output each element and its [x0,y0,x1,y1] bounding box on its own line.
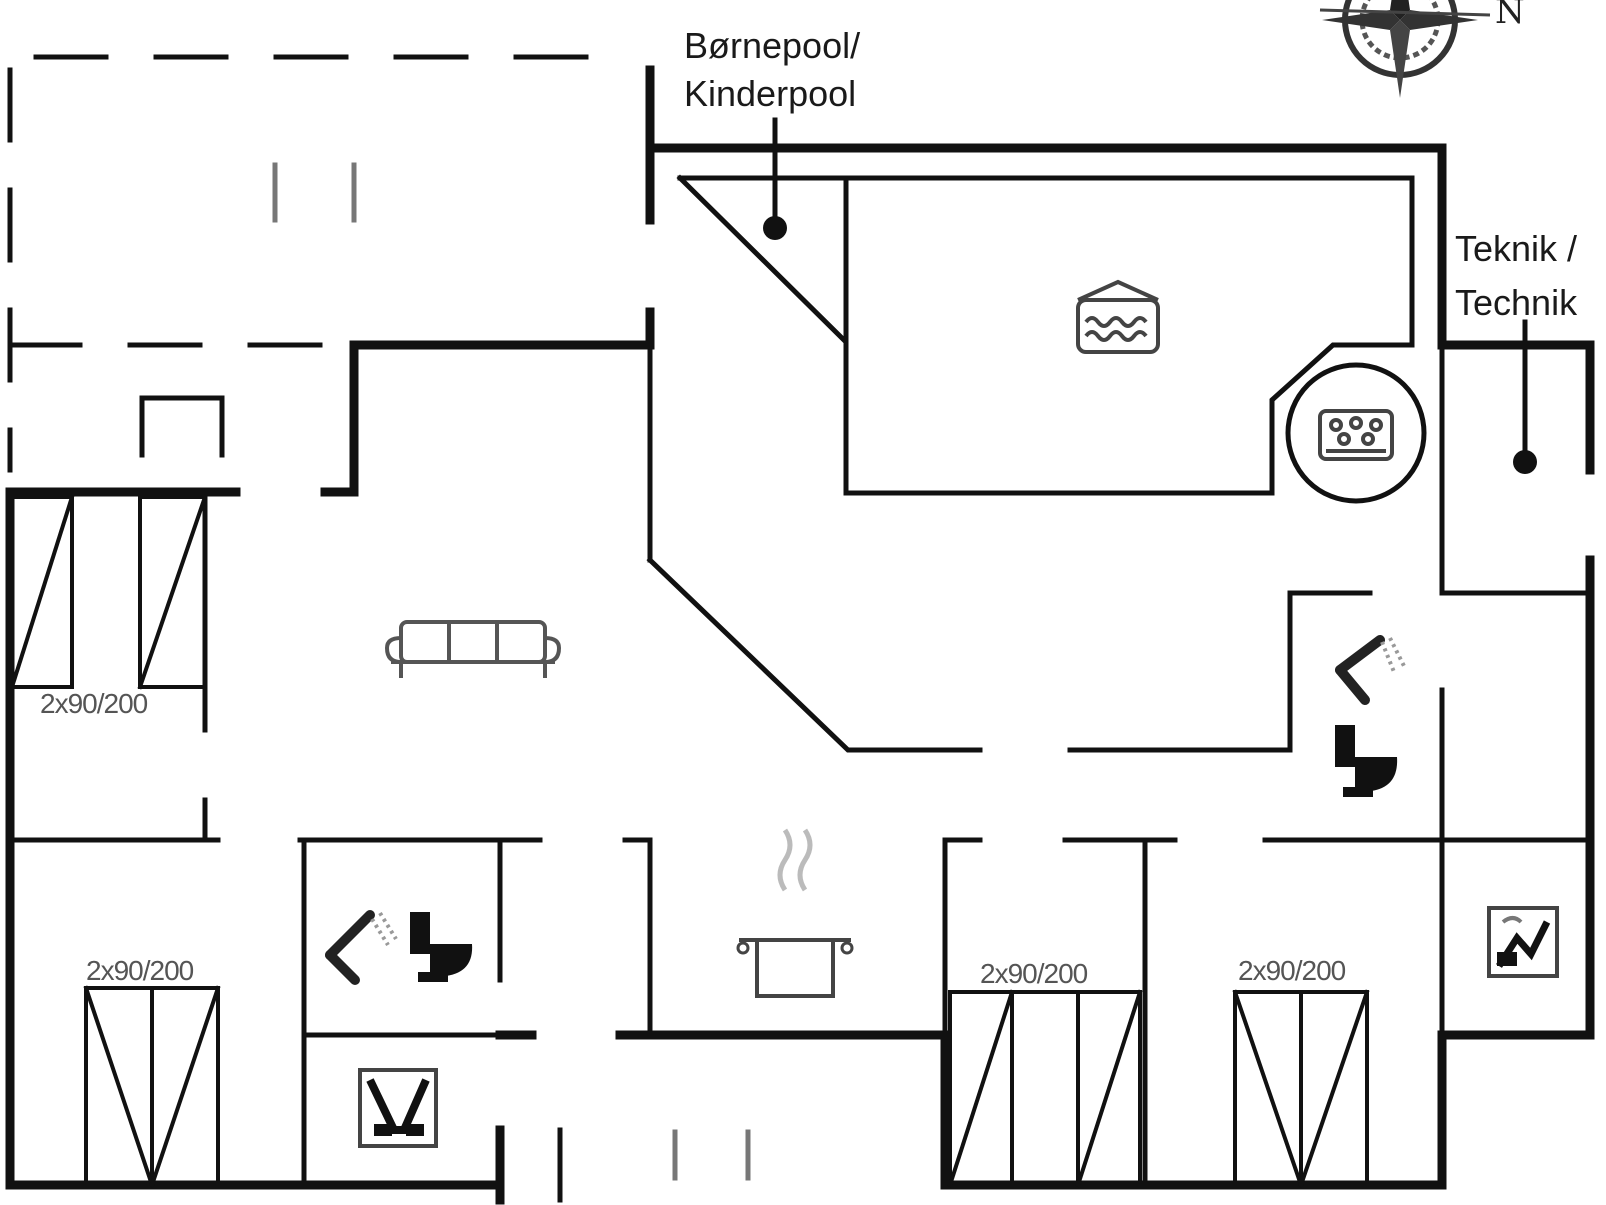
tech-label-line2: Technik [1455,282,1578,323]
terrace-outline-top [7,54,633,473]
tech-room-label: Teknik / Technik [1455,222,1577,330]
spa-icon [1318,409,1394,461]
compass-icon [1319,0,1491,98]
tech-label-line1: Teknik / [1455,228,1578,269]
bed-symbol [947,989,1143,1188]
shower-icon [1335,635,1406,705]
north-label: N [1495,0,1525,32]
toilet-icon [410,912,473,982]
bed-size-label: 2x90/200 [980,958,1088,989]
pool-label-line1: Børnepool/ [684,25,861,66]
bed-size-label: 2x90/200 [40,688,148,719]
pool-outline [676,117,1415,496]
shower-icon [325,910,398,985]
pool-icon [1076,279,1160,354]
bed-symbol [1232,989,1370,1188]
cooking-pot-icon [736,828,854,998]
bed-size-label: 2x90/200 [1238,955,1346,986]
pool-label-dot [763,216,787,240]
pool-label-line2: Kinderpool [684,73,857,114]
interior-walls [7,342,1593,1188]
closet [139,395,225,458]
sofa-icon [384,620,562,678]
pool-label: Børnepool/ Kinderpool [684,22,860,118]
dishwasher-icon [1487,906,1559,978]
bed-symbol [9,494,208,690]
tech-label-dot [1513,450,1537,474]
bed-symbol [83,985,221,1188]
bed-size-label: 2x90/200 [86,955,194,986]
washing-machine-icon [358,1068,438,1148]
toilet-icon [1335,725,1398,797]
spa-tub [1285,362,1427,504]
